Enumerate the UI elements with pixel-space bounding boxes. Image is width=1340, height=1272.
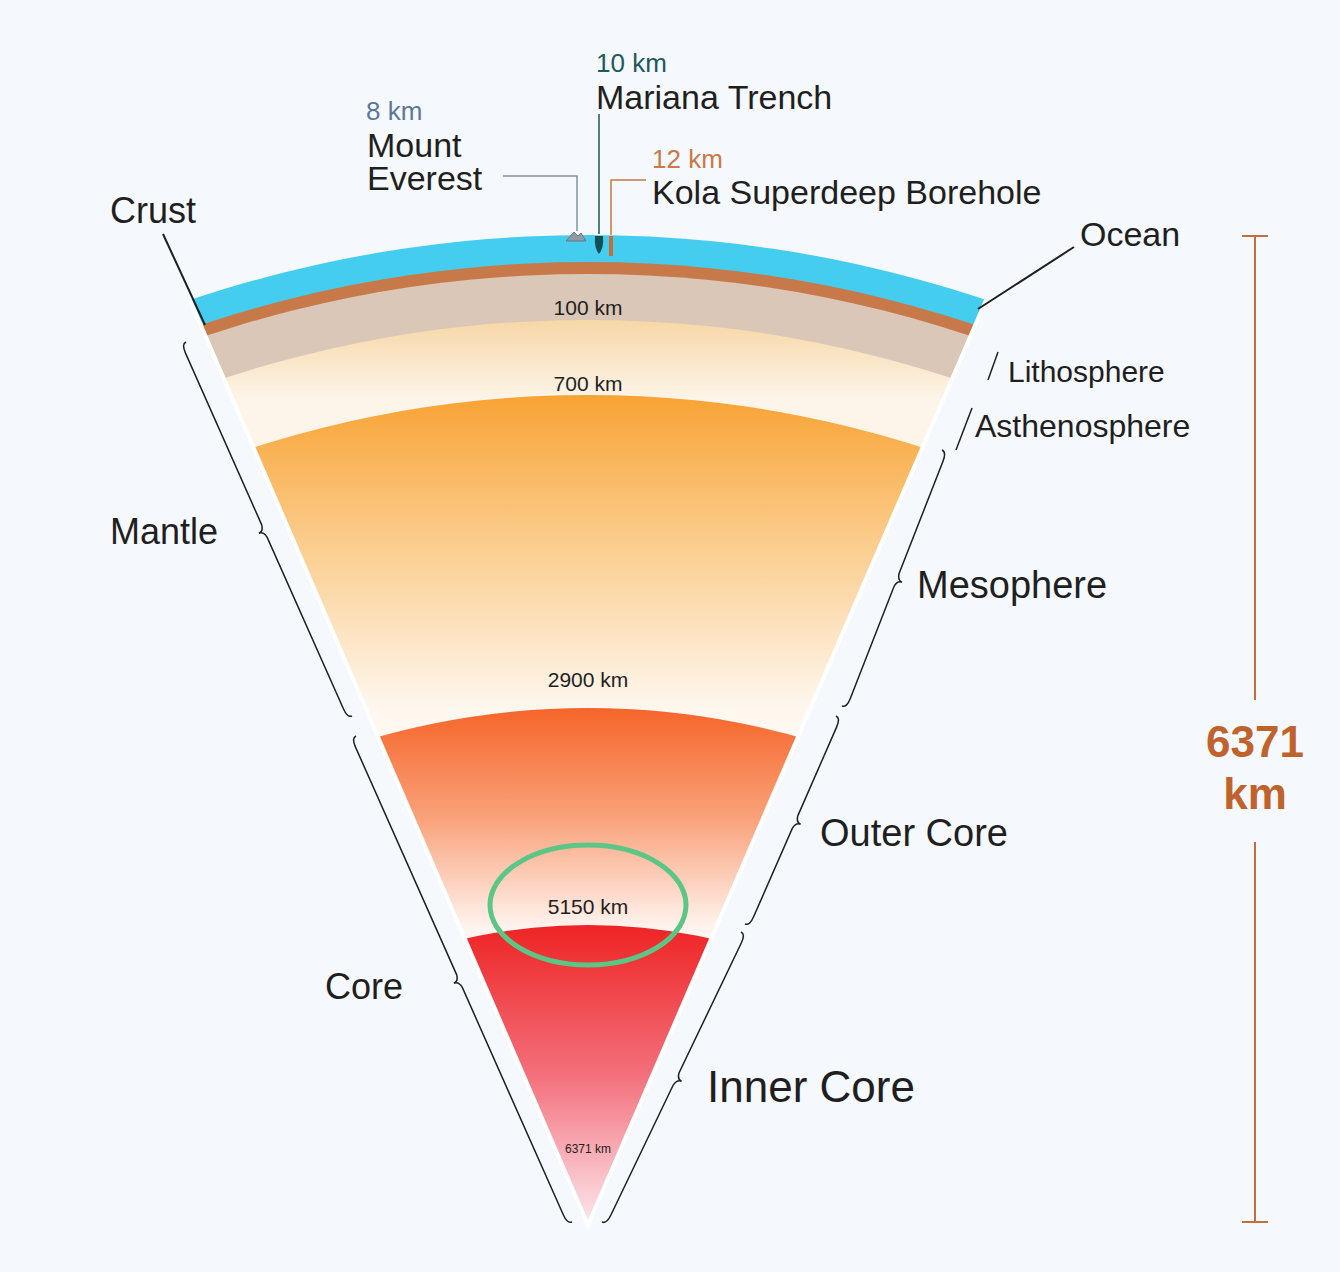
feature-label: Mount Everest (367, 129, 517, 195)
everest-icon (566, 232, 586, 241)
layer-label: Lithosphere (1008, 356, 1165, 388)
scale-line (1254, 842, 1256, 1222)
earth-wedge (0, 235, 1340, 1272)
layer-label: Outer Core (820, 814, 1008, 854)
outer-core-band (0, 708, 1340, 1272)
ocean-band (0, 235, 1340, 1272)
layer-label: Mesophere (917, 566, 1107, 606)
layer-label: Inner Core (707, 1064, 915, 1110)
scale-cap (1242, 235, 1268, 237)
leader-line (503, 176, 577, 231)
depth-value: 10 km (596, 50, 667, 77)
depth-value: 100 km (554, 297, 623, 319)
layer-label: Mantle (110, 513, 218, 551)
trench-icon (595, 236, 603, 254)
scale-cap (1242, 1221, 1268, 1223)
layer-label: Ocean (1080, 217, 1180, 253)
radius-value: 6371 km (1190, 716, 1320, 820)
lithosphere-band (0, 274, 1340, 1272)
depth-value: 6371 km (565, 1143, 611, 1156)
leader-line (598, 114, 600, 234)
depth-value: 2900 km (548, 669, 629, 691)
depth-value: 12 km (652, 146, 723, 173)
feature-label: Kola Superdeep Borehole (652, 175, 1041, 211)
bracket (988, 352, 998, 380)
leader-line (163, 234, 205, 325)
layer-label: Crust (110, 192, 196, 230)
asthenosphere-band (0, 320, 1340, 1272)
leader-line (978, 247, 1074, 309)
layer-label: Asthenosphere (975, 410, 1190, 444)
layer-label: Core (325, 968, 403, 1006)
depth-value: 700 km (554, 373, 623, 395)
crust-band (0, 262, 1340, 1272)
mesosphere-band (0, 395, 1340, 1272)
borehole-icon (609, 236, 613, 256)
leader-line (611, 180, 646, 235)
wedge-outline (190, 300, 986, 1225)
depth-value: 5150 km (548, 896, 629, 918)
highlight-ellipse (490, 845, 686, 965)
brackets (184, 342, 945, 1222)
feature-label: Mariana Trench (596, 80, 832, 116)
scale-line (1254, 236, 1256, 700)
bracket (956, 408, 972, 450)
depth-value: 8 km (366, 98, 422, 125)
